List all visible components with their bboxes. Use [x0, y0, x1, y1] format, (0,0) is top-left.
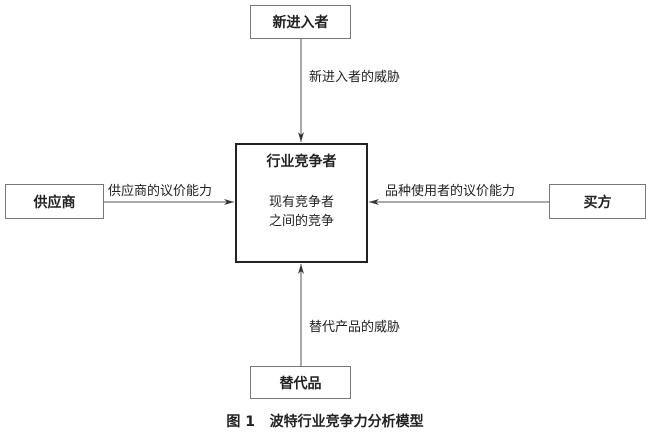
edge-label-top: 新进入者的威胁 [309, 70, 401, 85]
node-industry-competitors: 行业竞争者 现有竞争者之间的竞争 [235, 143, 368, 263]
node-suppliers: 供应商 [5, 184, 104, 219]
industry-title: 行业竞争者 [266, 154, 337, 170]
node-buyers: 买方 [549, 184, 646, 219]
caption-number: 图 1 [226, 414, 255, 430]
figure-caption: 图 1 波特行业竞争力分析模型 [0, 411, 650, 431]
node-substitutes: 替代品 [250, 366, 351, 399]
industry-desc-line1: 现有竞争者 [268, 195, 334, 210]
edge-label-right: 品种使用者的议价能力 [385, 184, 516, 199]
edge-label-left: 供应商的议价能力 [108, 184, 213, 199]
node-new-entrants: 新进入者 [250, 5, 351, 39]
industry-desc-line2: 之间的竞争 [268, 214, 334, 229]
caption-title: 波特行业竞争力分析模型 [269, 414, 424, 430]
edge-label-bottom: 替代产品的威胁 [309, 320, 401, 335]
